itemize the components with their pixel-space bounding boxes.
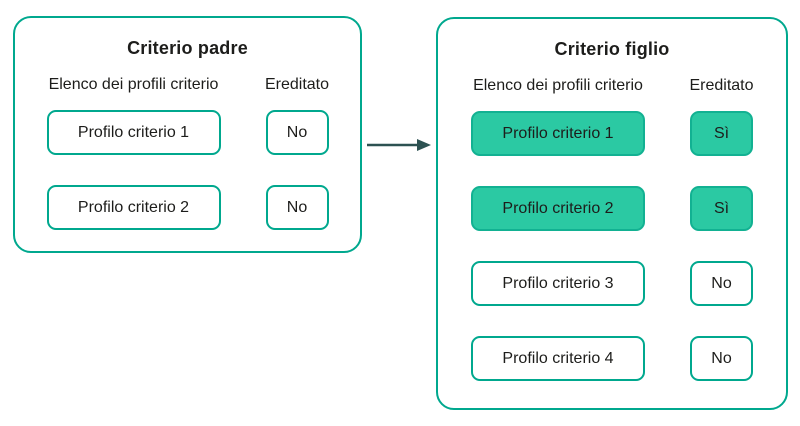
profile-criterion-box: Profilo criterio 2 <box>471 186 645 231</box>
profile-row: Profilo criterio 2 No <box>15 185 360 230</box>
profile-list-column-header: Elenco dei profili criterio <box>473 77 643 94</box>
inherited-column-header: Ereditato <box>689 77 754 94</box>
profile-row: Profilo criterio 1 Sì <box>438 111 786 156</box>
profile-row: Profilo criterio 2 Sì <box>438 186 786 231</box>
inherited-value-box: No <box>690 336 753 381</box>
profile-rows: Profilo criterio 1 Sì Profilo criterio 2… <box>438 111 786 381</box>
profile-row: Profilo criterio 4 No <box>438 336 786 381</box>
profile-criterion-box: Profilo criterio 2 <box>46 185 221 230</box>
child-criterion-panel: Criterio figlio Elenco dei profili crite… <box>436 17 788 410</box>
profile-rows: Profilo criterio 1 No Profilo criterio 2… <box>15 110 360 230</box>
panel-title: Criterio padre <box>127 38 248 58</box>
profile-criterion-box: Profilo criterio 1 <box>471 111 645 156</box>
right-arrow-icon <box>367 139 431 151</box>
panel-title: Criterio figlio <box>554 39 670 59</box>
inherited-value-box: No <box>265 110 329 155</box>
inherited-value-box: Sì <box>690 111 753 156</box>
column-headers: Elenco dei profili criterio Ereditato <box>15 75 360 95</box>
inherited-value-box: Sì <box>690 186 753 231</box>
parent-criterion-panel: Criterio padre Elenco dei profili criter… <box>13 16 362 253</box>
inherited-column-header: Ereditato <box>264 76 330 93</box>
column-headers: Elenco dei profili criterio Ereditato <box>438 76 786 96</box>
profile-list-column-header: Elenco dei profili criterio <box>48 76 219 93</box>
inherited-value-box: No <box>265 185 329 230</box>
profile-criterion-box: Profilo criterio 1 <box>46 110 221 155</box>
profile-criterion-box: Profilo criterio 3 <box>471 261 645 306</box>
inherited-value-box: No <box>690 261 753 306</box>
profile-row: Profilo criterio 1 No <box>15 110 360 155</box>
profile-row: Profilo criterio 3 No <box>438 261 786 306</box>
profile-criterion-box: Profilo criterio 4 <box>471 336 645 381</box>
